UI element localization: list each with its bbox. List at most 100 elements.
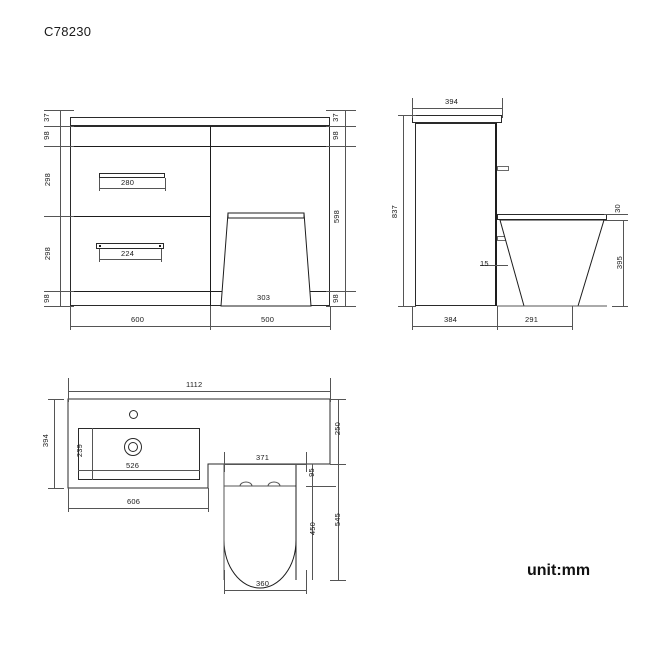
- plan-dim-width-line: [68, 391, 330, 392]
- front-dim-bottom-label-1: 500: [261, 315, 275, 324]
- front-handle-upper-dim-ext-left: [99, 178, 100, 191]
- plan-dim-545-axis: [338, 464, 339, 580]
- plan-dim-depth-label: 394: [41, 433, 51, 448]
- front-handle-lower-dim-line: [99, 259, 161, 260]
- plan-dim-width-ext-left: [68, 378, 69, 402]
- plan-dim-basin-width-label: 526: [126, 461, 140, 470]
- plan-dim-545-label: 545: [333, 512, 343, 527]
- unit-note: unit:mm: [527, 562, 591, 579]
- front-dim-left-label-4: 98: [41, 294, 51, 303]
- front-dim-right-tick-1: [326, 126, 356, 127]
- side-dim-base-ext-right: [572, 306, 573, 330]
- plan-dim-depth-tick-bottom: [48, 488, 64, 489]
- plan-dim-360-ext-right: [306, 570, 307, 594]
- side-dim-height-tick-bottom: [398, 306, 416, 307]
- front-handle-lower: [96, 243, 164, 249]
- front-plinth-line: [70, 291, 330, 292]
- plan-dim-right250-tick-top: [330, 399, 346, 400]
- front-dim-right-tick-3: [326, 291, 356, 292]
- plan-dim-toilet-ext-left: [224, 452, 225, 472]
- plan-dim-depth-axis: [54, 399, 55, 488]
- plan-dim-width-label: 1112: [186, 380, 203, 389]
- plan-tap-hole: [129, 410, 138, 419]
- front-drawer-split: [70, 216, 210, 217]
- page-title: C78230: [44, 24, 92, 39]
- front-dim-bottom-line: [70, 326, 330, 327]
- side-dim-base-line: [412, 326, 572, 327]
- plan-dim-toilet-line: [224, 464, 306, 465]
- plan-dim-450-axis: [312, 486, 313, 580]
- plan-dim-toilet-label: 371: [256, 453, 270, 462]
- front-dim-bottom-ext-mid: [210, 306, 211, 330]
- plan-dim-95-label: 95: [306, 468, 316, 477]
- front-dim-left-label-3: 298: [43, 246, 53, 261]
- front-countertop: [70, 117, 330, 126]
- front-dim-right-label-2: 598: [332, 209, 342, 224]
- side-dim-base-label-1: 291: [525, 315, 539, 324]
- plan-dim-cab-line: [68, 508, 208, 509]
- side-dim-height-axis: [403, 115, 404, 306]
- front-dim-bottom-ext-left: [70, 306, 71, 330]
- side-dim-toilet-tick-top: [612, 220, 628, 221]
- front-handle-lower-screw-right: [159, 245, 161, 247]
- front-dim-left-label-0: 37: [41, 113, 51, 122]
- side-toilet-seat: [497, 214, 607, 220]
- front-handle-lower-dim-ext-left: [99, 249, 100, 262]
- front-handle-upper-dim-label: 280: [121, 178, 135, 187]
- front-handle-upper-dim-line: [99, 188, 165, 189]
- plan-basin-inner-line: [92, 428, 93, 480]
- front-dim-right-label-1: 98: [330, 131, 340, 140]
- front-dim-left-tick-1: [44, 126, 74, 127]
- plan-dim-360-line: [224, 590, 306, 591]
- plan-drain-outer: [124, 438, 142, 456]
- plan-dim-cab-label: 606: [127, 497, 141, 506]
- front-dim-left-label-1: 98: [41, 131, 51, 140]
- front-dim-bottom-label-0: 600: [131, 315, 145, 324]
- plan-dim-toilet-ext-right: [306, 452, 307, 472]
- front-handle-lower-screw-left: [99, 245, 101, 247]
- side-dim-seat-label: 30: [612, 204, 622, 213]
- front-dim-right-tick-2: [326, 146, 356, 147]
- side-dim-offset-leader: [480, 265, 508, 266]
- front-handle-upper: [99, 173, 165, 178]
- front-toilet-base-dim-label: 303: [257, 293, 271, 302]
- plan-dim-360-ext-left: [224, 570, 225, 594]
- side-dim-top-line: [412, 108, 502, 109]
- plan-dim-depth-tick-top: [48, 399, 64, 400]
- side-dim-base-ext-mid: [497, 306, 498, 330]
- side-cabinet-body: [415, 123, 497, 306]
- side-dim-base-ext-left: [412, 306, 413, 330]
- plan-dim-450-label: 450: [308, 521, 318, 536]
- front-handle-upper-dim-ext-right: [165, 178, 166, 191]
- side-dim-toilet-label: 395: [615, 255, 625, 270]
- plan-dim-95-tick: [306, 486, 336, 487]
- plan-basin: [78, 428, 200, 480]
- front-section-divider: [210, 126, 211, 306]
- plan-dim-right250-label: 250: [333, 421, 343, 436]
- side-dim-height-tick-top: [398, 115, 416, 116]
- plan-dim-360-label: 360: [256, 579, 270, 588]
- front-dim-left-tick-2: [44, 146, 74, 147]
- front-dim-left-tick-0: [44, 110, 74, 111]
- front-dim-left-tick-4: [44, 291, 74, 292]
- plan-dim-cab-ext-right: [208, 488, 209, 512]
- plan-dim-cab-ext-left: [68, 488, 69, 512]
- side-handle-lower: [497, 236, 509, 241]
- plan-dim-basin-depth-label: 239: [75, 443, 85, 458]
- front-dim-left-label-2: 298: [43, 172, 53, 187]
- front-dim-right-tick-0: [326, 110, 356, 111]
- plan-drain-inner: [128, 442, 138, 452]
- side-dim-toilet-tick-bottom: [612, 306, 628, 307]
- front-dim-right-tick-4: [326, 306, 356, 307]
- plan-dim-545-tick-bot: [330, 580, 346, 581]
- side-dim-top-label: 394: [445, 97, 459, 106]
- front-handle-lower-dim-label: 224: [121, 249, 135, 258]
- front-dim-right-label-3: 98: [330, 294, 340, 303]
- side-dim-toilet-axis: [623, 220, 624, 306]
- side-handle-upper: [497, 166, 509, 171]
- plan-dim-95-axis: [312, 464, 313, 486]
